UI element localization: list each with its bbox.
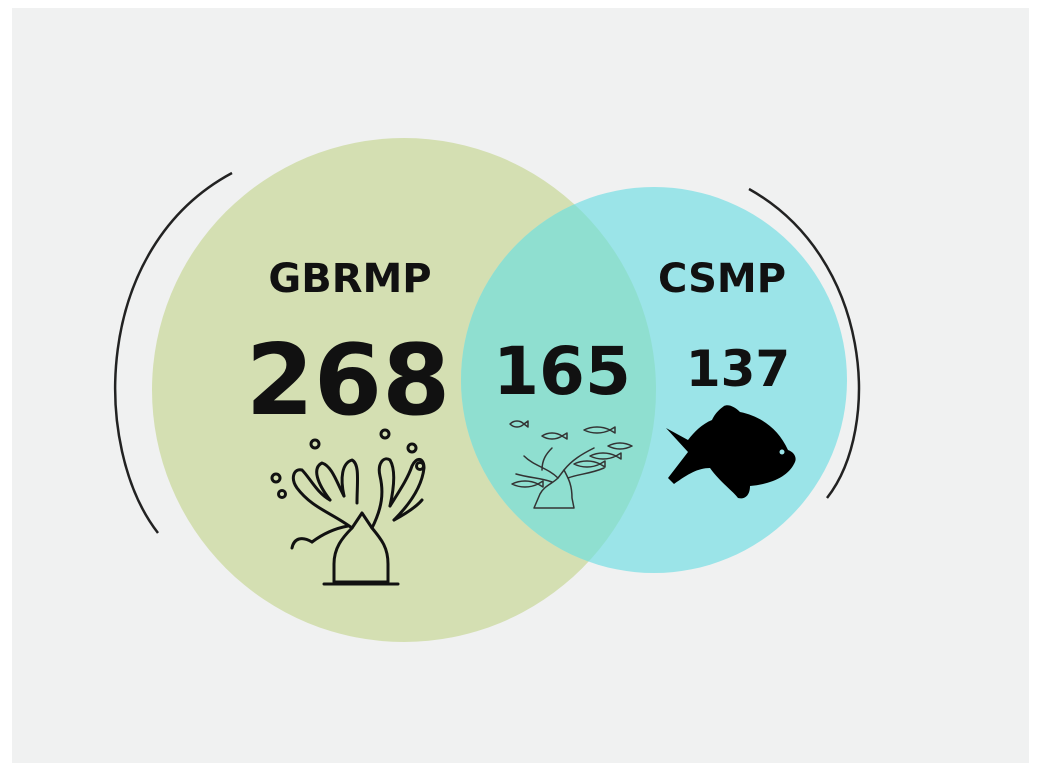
gbrmp-count: 268	[246, 324, 451, 438]
coral-with-fish-icon	[509, 420, 633, 509]
right-arc	[748, 187, 861, 499]
csmp-label: CSMP	[658, 256, 786, 302]
venn-diagram: GBRMP 268 165 CSMP 137	[12, 8, 1029, 763]
gbrmp-label: GBRMP	[268, 256, 431, 302]
csmp-count: 137	[686, 340, 790, 398]
intersection-count: 165	[493, 333, 631, 410]
coral-icon	[270, 428, 426, 586]
left-arc	[113, 171, 233, 534]
fish-icon	[666, 405, 796, 499]
venn-svg: GBRMP 268 165 CSMP 137	[113, 138, 861, 642]
